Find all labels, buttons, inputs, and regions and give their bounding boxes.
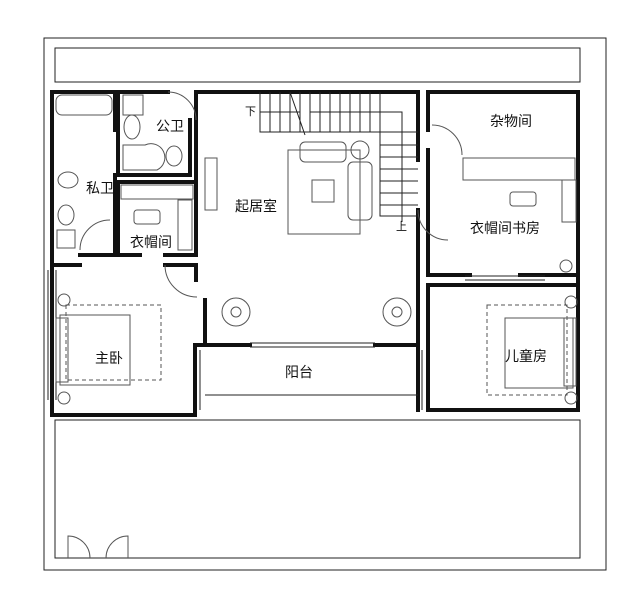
label-master-bedroom: 主卧 <box>95 351 123 367</box>
roof-strip <box>54 47 581 83</box>
label-children-room: 儿童房 <box>505 348 547 365</box>
wardrobe <box>120 157 577 251</box>
lounge-chairs <box>221 297 412 327</box>
sofa-set <box>287 140 373 235</box>
label-stairs-up: 上 <box>396 220 407 233</box>
doors <box>67 124 463 559</box>
beds <box>55 259 578 405</box>
label-living-room: 起居室 <box>235 198 277 215</box>
staircase <box>259 91 418 222</box>
label-closet-study: 衣帽间书房 <box>470 221 540 237</box>
walls <box>50 90 580 417</box>
terrace <box>54 419 581 559</box>
label-public-bath: 公卫 <box>156 119 184 135</box>
label-private-bath: 私卫 <box>86 181 114 197</box>
label-balcony: 阳台 <box>285 365 313 381</box>
bath-fixtures <box>55 91 197 251</box>
label-closet: 衣帽间 <box>130 235 172 251</box>
label-storage: 杂物间 <box>490 114 532 130</box>
site-boundary <box>43 37 607 571</box>
balcony-rail <box>199 342 423 410</box>
label-stairs-down: 下 <box>245 105 256 118</box>
